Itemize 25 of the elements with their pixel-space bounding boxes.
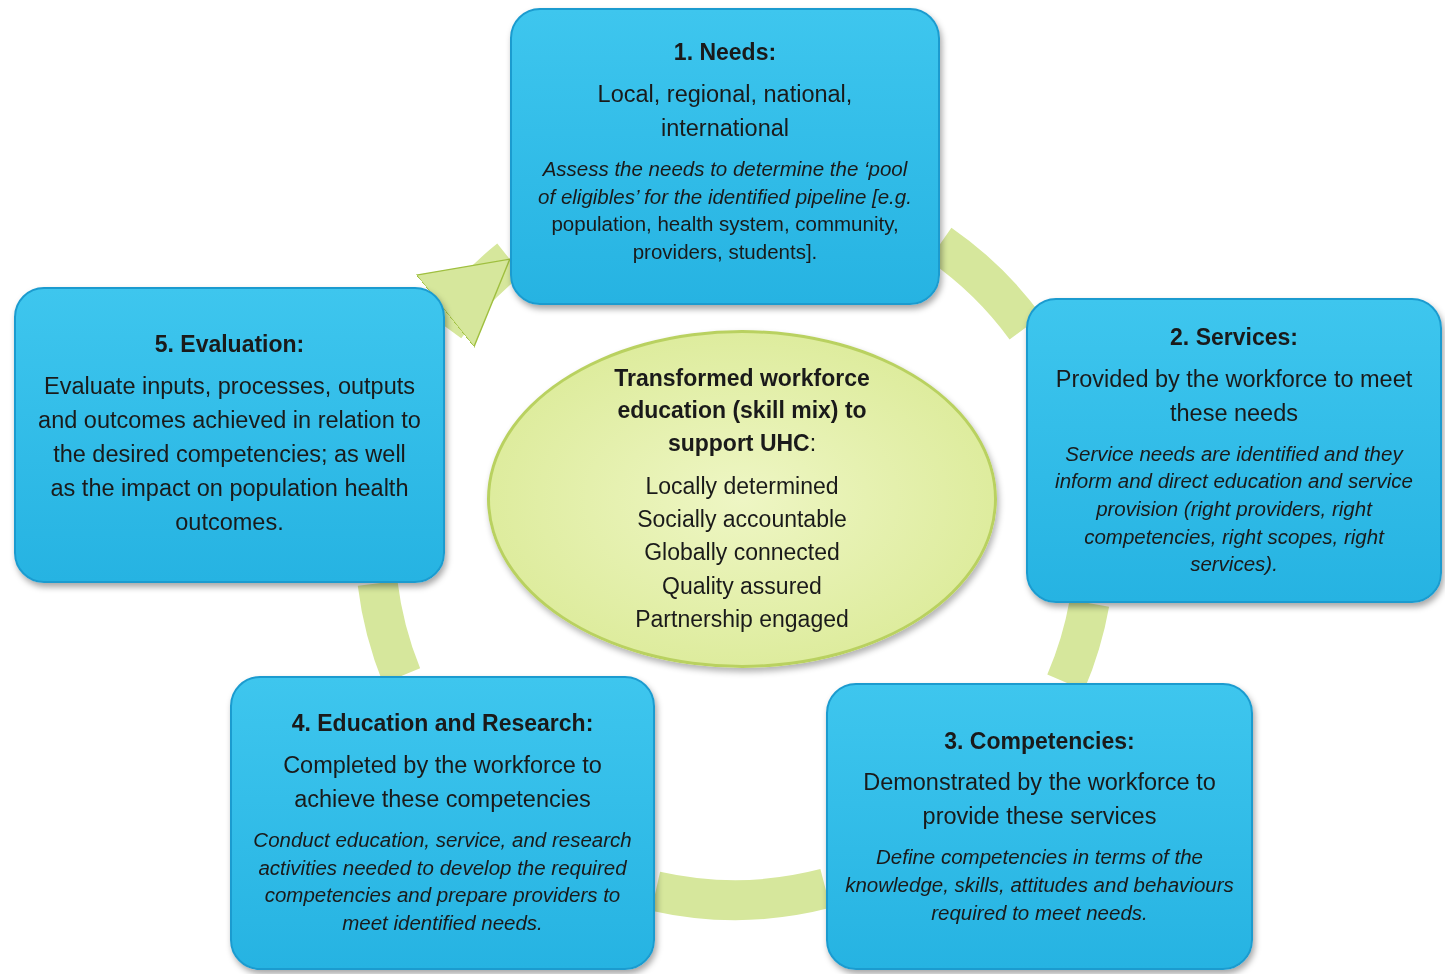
step-description: Completed by the workforce to achieve these competencies [282, 750, 603, 815]
step-box [826, 683, 1253, 970]
step-description: Evaluate inputs, processes, outputs and outcomes achieved in relation to the desired competencies; as well as the impact on population health outcomes. [38, 372, 421, 538]
step-description: Demonstrated by the workforce to provide these services [862, 768, 1217, 832]
step-heading: 1. Needs: [673, 38, 777, 67]
step-box [230, 676, 655, 970]
step-description: Provided by the workforce to meet these needs [1054, 364, 1414, 428]
principle-text: Socially accountable [637, 504, 847, 534]
step-heading: 2. Services: [1170, 322, 1298, 352]
step-note: Conduct education, service, and research activities needed to develop the required competencies and prepare providers to meet identified needs. [252, 827, 633, 937]
step-heading: 5. Evaluation: [154, 330, 305, 360]
step-box [14, 287, 445, 583]
step-heading: 3. Competencies: [944, 726, 1135, 756]
principle-text: Globally connected [644, 538, 840, 568]
step-note: Define competencies in terms of the knowledge, skills, attitudes and behaviours required to meet needs. [844, 844, 1235, 926]
principle-text: Partnership engaged [635, 605, 849, 634]
step-note: Service needs are identified and they inform and direct education and service provision (right providers, right competencies, right scopes, right services). [1054, 440, 1414, 578]
principle-text: Locally determined [645, 471, 839, 501]
step-heading: 4. Education and Research: [291, 709, 594, 738]
principle-text: Quality assured [662, 571, 822, 601]
ellipse-title: Transformed workforce education (skill mix) to support UHC: [613, 363, 871, 458]
step-box [1026, 298, 1442, 603]
step-box [510, 8, 940, 305]
step-description: Local, regional, national, international [596, 79, 854, 143]
step-note: Assess the needs to determine the ‘pool of eligibles’ for the identified pipeline [e.g. population, health system, community, providers, students]. [537, 155, 913, 265]
